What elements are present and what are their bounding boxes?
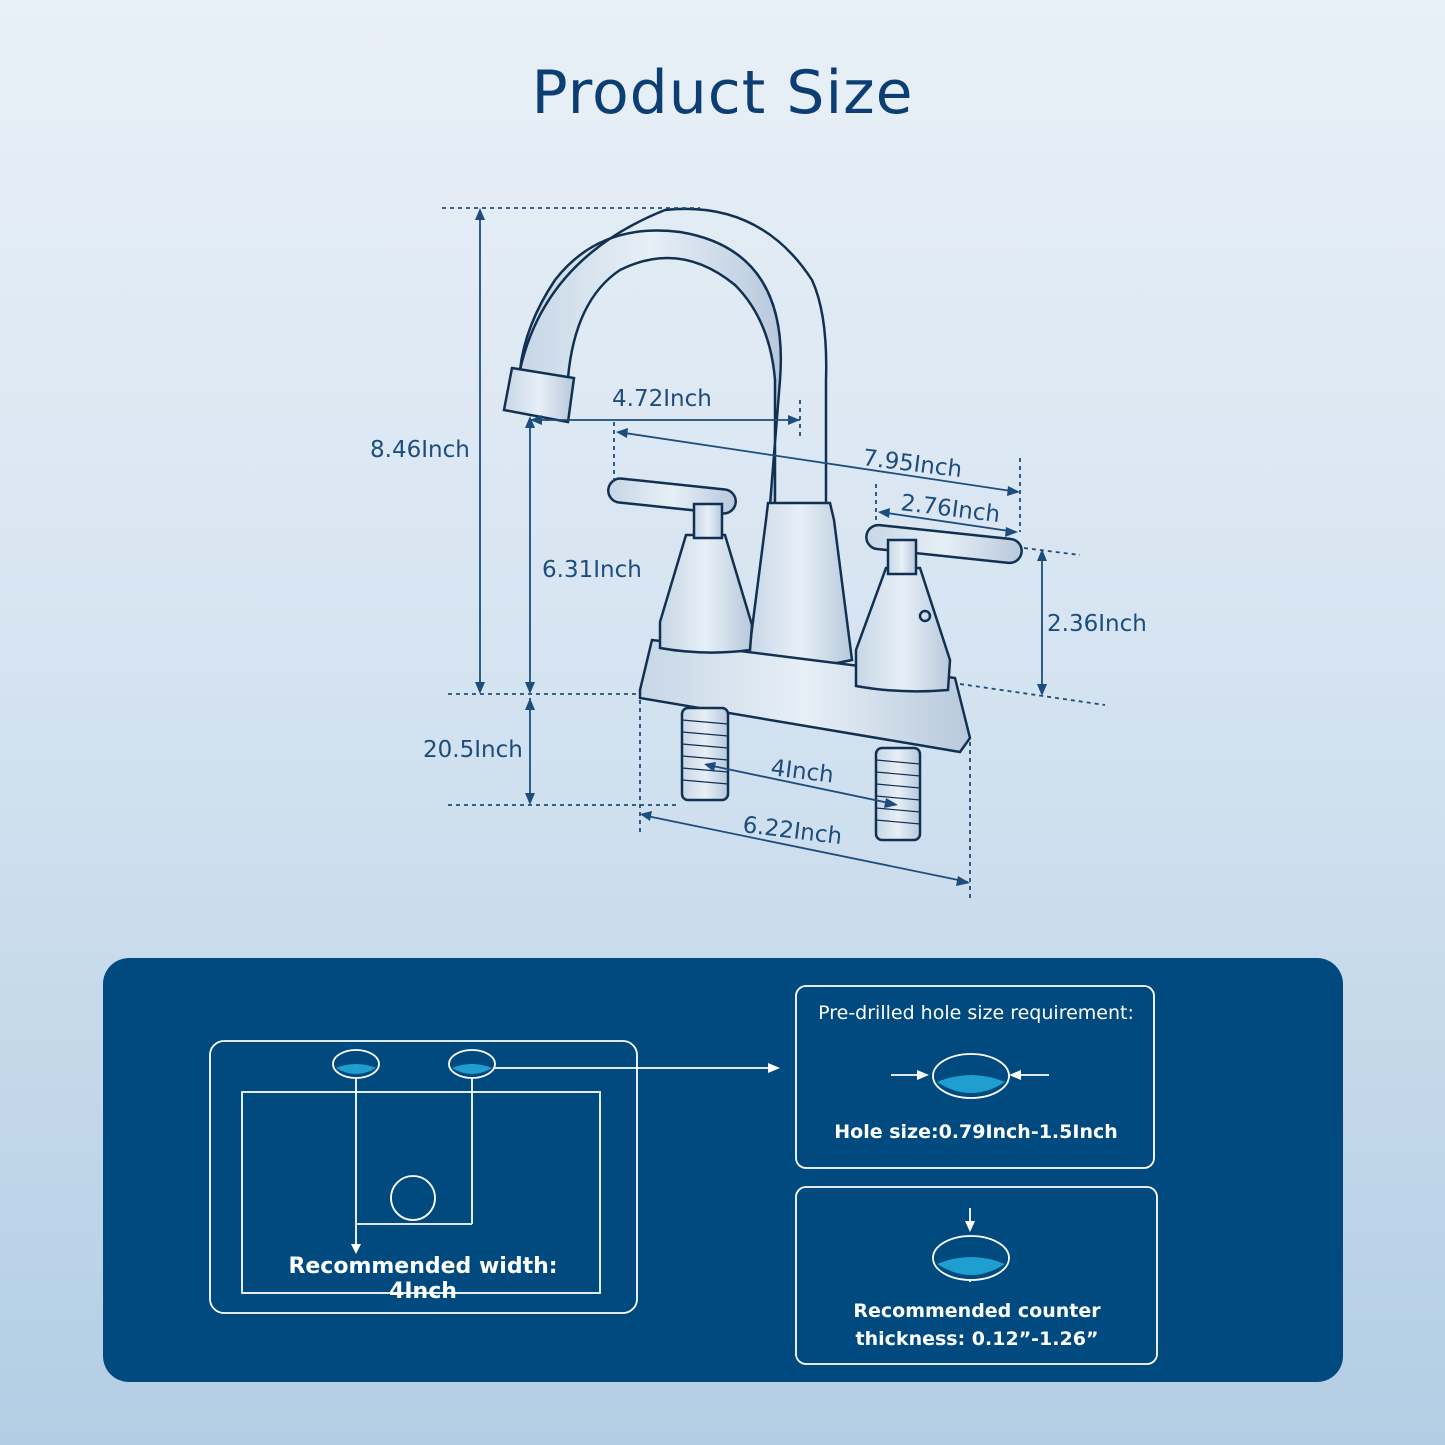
dim-center-spacing: 4Inch — [769, 755, 835, 789]
faucet-icon — [502, 207, 1023, 842]
page-title: Product Size — [531, 58, 914, 128]
installation-diagram — [209, 985, 1158, 1365]
dimension-lines — [442, 207, 1106, 900]
sink-card — [209, 1040, 638, 1314]
dim-base-width: 6.22Inch — [741, 812, 843, 850]
faucet-hole-left-icon — [332, 1049, 380, 1079]
hole-size-icon — [932, 1053, 1010, 1099]
installation-requirements-panel: Recommended width: 4Inch Pre-drilled hol… — [103, 958, 1343, 1382]
dim-spout-height: 6.31Inch — [542, 557, 642, 583]
drain-icon — [390, 1175, 436, 1221]
sink-basin — [241, 1091, 601, 1294]
dim-handle-height: 2.36Inch — [1047, 611, 1147, 637]
hole-size-card — [795, 985, 1155, 1169]
hole-size-value: Hole size:0.79Inch-1.5Inch — [834, 1121, 1118, 1143]
faucet-dimension-diagram: 8.46Inch 4.72Inch 7.95Inch 2.76Inch 6.31… — [370, 207, 1147, 900]
thickness-card — [795, 1186, 1158, 1365]
thickness-label-line2: thickness: 0.12”-1.26” — [855, 1328, 1099, 1350]
dimension-arrowheads — [475, 208, 1047, 886]
dim-overall-height: 8.46Inch — [370, 437, 470, 463]
dim-shank-length: 20.5Inch — [423, 737, 523, 763]
dim-spout-reach: 4.72Inch — [612, 386, 712, 412]
counter-thickness-icon — [932, 1235, 1010, 1281]
thickness-label-line1: Recommended counter — [853, 1300, 1101, 1322]
hole-size-heading: Pre-drilled hole size requirement: — [818, 1002, 1134, 1024]
dim-handle-span: 7.95Inch — [861, 445, 963, 483]
recommended-width-label: Recommended width: 4Inch — [288, 1254, 558, 1304]
shank-threads — [681, 719, 921, 825]
faucet-hole-right-icon — [448, 1049, 496, 1079]
